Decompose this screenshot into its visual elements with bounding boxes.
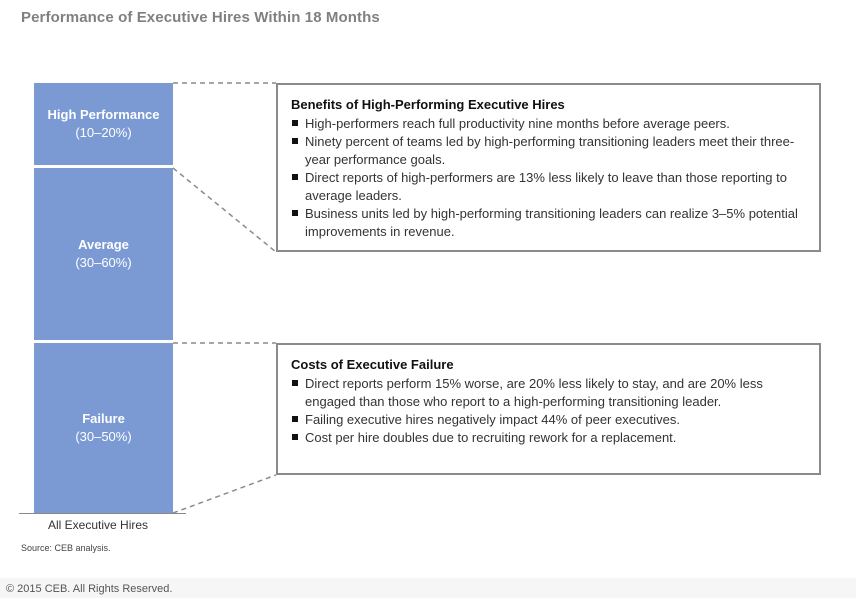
- list-item: Failing executive hires negatively impac…: [291, 411, 811, 429]
- list-item: Direct reports of high-performers are 13…: [291, 169, 811, 205]
- baseline: [19, 513, 186, 514]
- segment-range: (10–20%): [75, 125, 132, 140]
- costs-box: Costs of Executive Failure Direct report…: [276, 343, 821, 475]
- costs-list: Direct reports perform 15% worse, are 20…: [291, 375, 811, 447]
- benefits-title: Benefits of High-Performing Executive Hi…: [291, 97, 565, 112]
- copyright: © 2015 CEB. All Rights Reserved.: [6, 583, 173, 595]
- list-item: High-performers reach full productivity …: [291, 115, 811, 133]
- footer-bar: [0, 578, 856, 598]
- page-title: Performance of Executive Hires Within 18…: [21, 9, 380, 26]
- benefits-list: High-performers reach full productivity …: [291, 115, 811, 241]
- source-note: Source: CEB analysis.: [21, 543, 111, 553]
- list-item: Cost per hire doubles due to recruiting …: [291, 429, 811, 447]
- axis-label: All Executive Hires: [48, 518, 149, 532]
- segment-high-performance: High Performance (10–20%): [34, 83, 173, 165]
- list-item: Ninety percent of teams led by high-perf…: [291, 133, 811, 169]
- list-item: Business units led by high-performing tr…: [291, 205, 811, 241]
- segment-range: (30–50%): [75, 429, 132, 444]
- segment-name: Failure: [82, 411, 125, 426]
- segment-failure: Failure (30–50%): [34, 343, 173, 513]
- segment-name: High Performance: [47, 107, 160, 122]
- segment-name: Average: [78, 237, 129, 252]
- segment-average: Average (30–60%): [34, 168, 173, 340]
- costs-title: Costs of Executive Failure: [291, 357, 454, 372]
- benefits-box: Benefits of High-Performing Executive Hi…: [276, 83, 821, 252]
- segment-range: (30–60%): [75, 255, 132, 270]
- list-item: Direct reports perform 15% worse, are 20…: [291, 375, 811, 411]
